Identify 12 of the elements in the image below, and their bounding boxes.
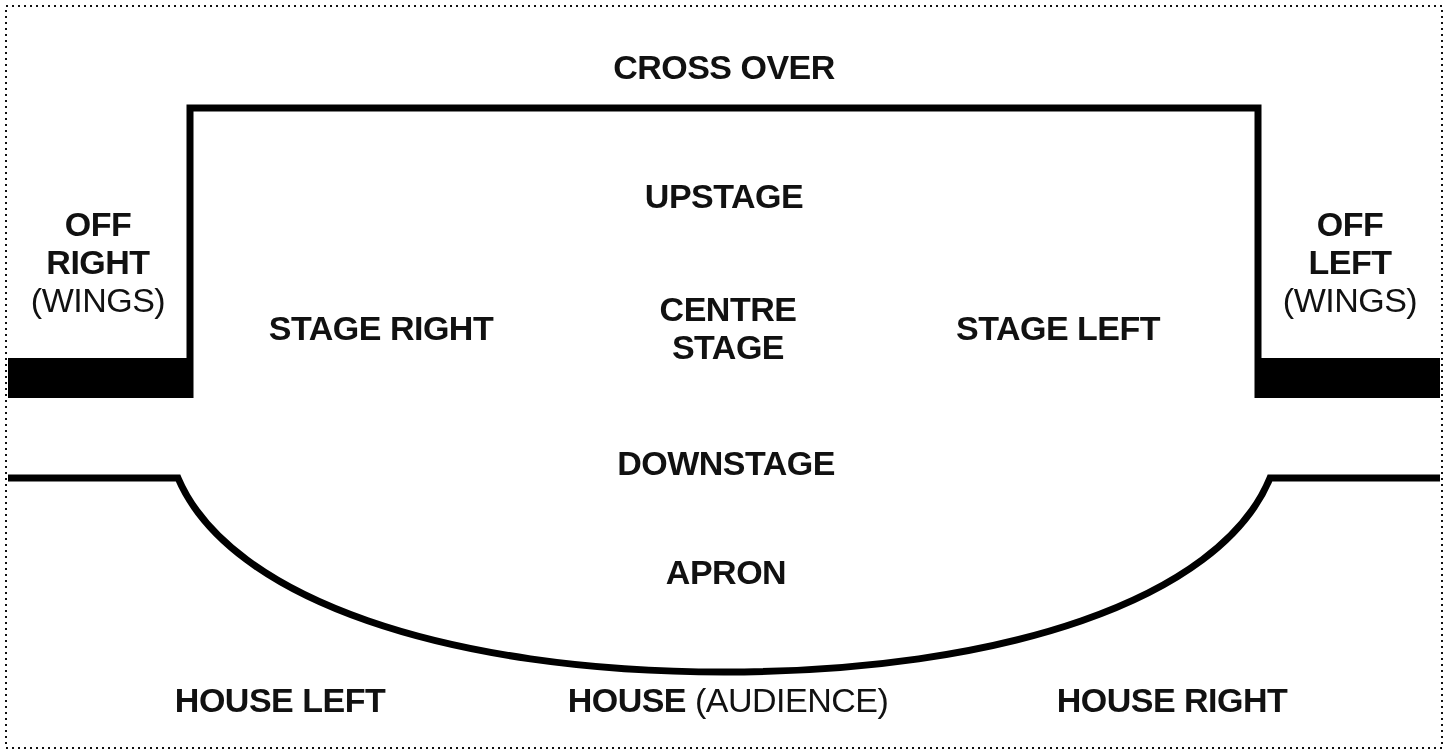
area-label: OFF LEFT (WINGS)	[1281, 205, 1419, 319]
area-label: HOUSE LEFT	[173, 681, 387, 719]
area-label: HOUSE (AUDIENCE)	[566, 681, 890, 719]
area-label: CROSS OVER	[612, 48, 836, 86]
area-label: DOWNSTAGE	[616, 444, 836, 482]
area-label: CENTRE STAGE	[658, 290, 798, 366]
area-label: HOUSE RIGHT	[1055, 681, 1289, 719]
area-label: STAGE LEFT	[955, 309, 1162, 347]
area-label: STAGE RIGHT	[267, 309, 495, 347]
area-label: APRON	[664, 553, 788, 591]
area-label: OFF RIGHT (WINGS)	[29, 205, 167, 319]
area-label: UPSTAGE	[643, 177, 805, 215]
